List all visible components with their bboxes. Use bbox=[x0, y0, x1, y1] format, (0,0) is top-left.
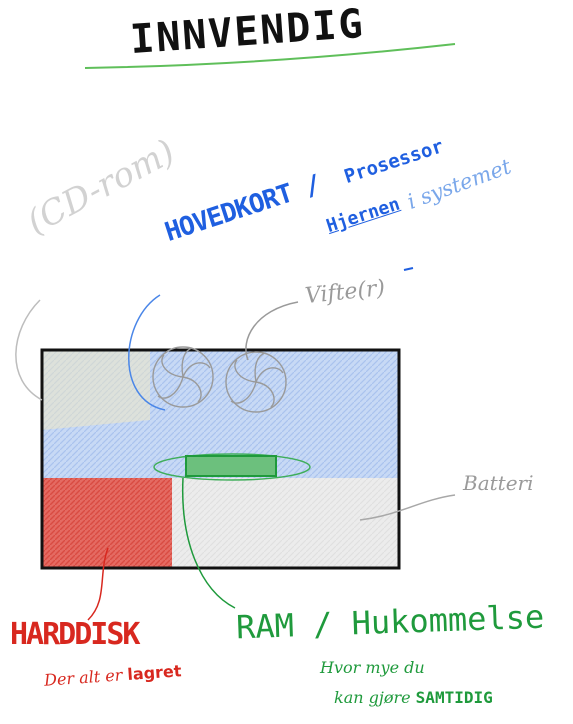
ram-highlight-ellipse bbox=[153, 453, 311, 481]
battery-area bbox=[172, 478, 399, 568]
ram-module bbox=[185, 455, 277, 477]
title-underline bbox=[84, 43, 456, 69]
harddisk-leader-line bbox=[87, 547, 109, 621]
ram-leader-line bbox=[181, 477, 236, 609]
cd-rom-leader-line bbox=[15, 299, 43, 401]
ram-desc-prefix: kan gjøre bbox=[334, 688, 411, 707]
batteri-leader-line bbox=[359, 494, 456, 521]
batteri-label: Batteri bbox=[463, 471, 534, 495]
ram-description-line1: Hvor mye du bbox=[320, 658, 425, 677]
vifte-leader-line bbox=[245, 301, 299, 361]
harddisk-label: HARDDISK bbox=[10, 617, 140, 652]
hovedkort-leader-line bbox=[128, 294, 166, 411]
harddisk-area bbox=[42, 478, 172, 568]
computer-case-outline bbox=[40, 348, 401, 570]
ram-label: RAM / Hukommelse bbox=[235, 597, 545, 647]
blue-dash bbox=[403, 267, 414, 271]
fan-icon-right bbox=[225, 351, 287, 413]
fan-icon-left bbox=[152, 346, 214, 408]
harddisk-desc-emph: lagret bbox=[126, 661, 183, 684]
ram-desc-emph: SAMTIDIG bbox=[415, 688, 493, 707]
cd-rom-area bbox=[42, 350, 150, 430]
ram-description-line2: kan gjøre SAMTIDIG bbox=[334, 690, 493, 706]
